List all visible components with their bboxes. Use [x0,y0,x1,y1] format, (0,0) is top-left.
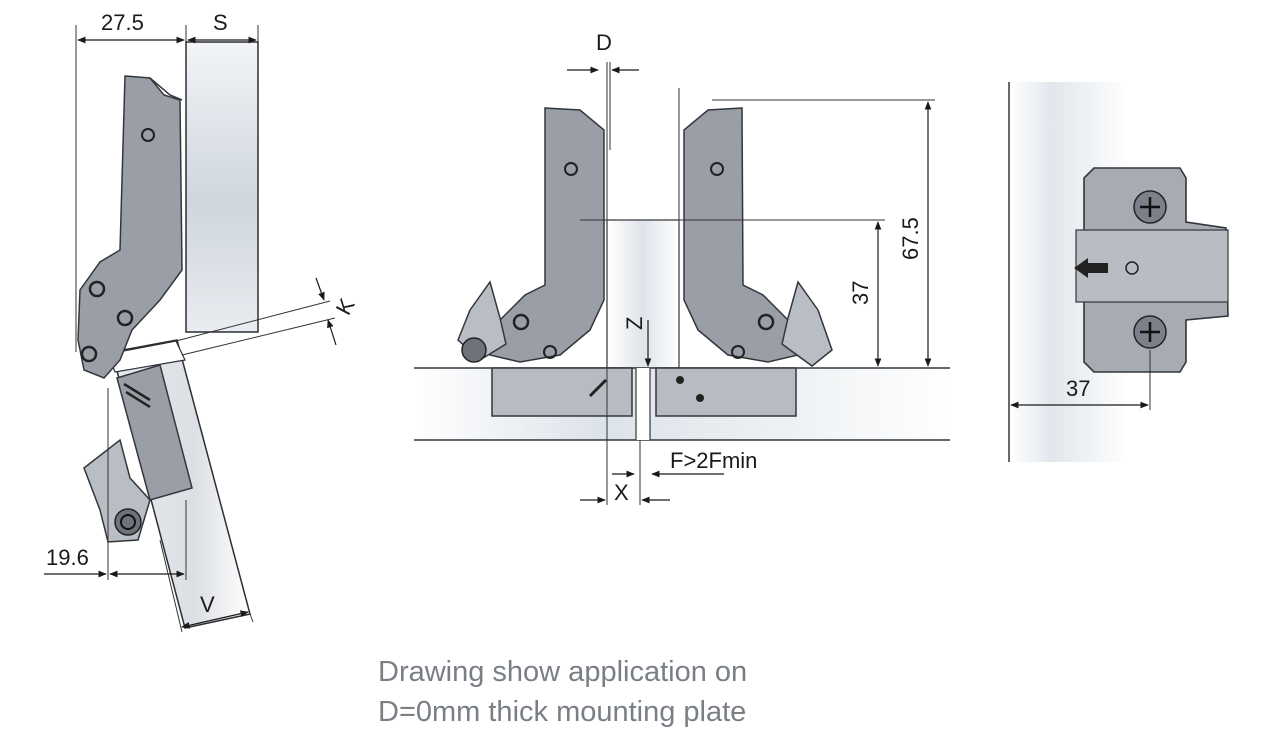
caption-line-1: Drawing show application on [378,656,748,688]
arm-hole-1 [141,128,155,142]
center-right-lever [781,280,833,367]
dim-f-2fmin: F>2Fmin [670,448,757,473]
plate-arrow-icon [1074,258,1088,278]
center-view: D 67.5 37 Z F>2Fmin X [414,30,950,505]
dim-k: K [331,294,360,319]
left-hinge-arm [77,75,183,379]
dim-d: D [596,30,612,55]
plate-center-hole [1125,261,1139,275]
center-left-cup [491,367,633,417]
adjust-screw-icon [114,508,142,536]
arm-hole-3 [116,309,134,327]
right-view: 37 [1008,82,1229,462]
dim-s: S [213,10,228,35]
center-right-cup [655,367,797,417]
left-view: 27.5 S K 19.6 V [44,10,360,633]
center-left-screw-icon [461,337,487,363]
center-side-panel [606,219,680,369]
dim-37-horizontal: 37 [1066,376,1090,401]
arm-hole-4 [80,345,98,363]
drawing-caption: Drawing show application on D=0mm thick … [378,652,898,732]
dim-x: X [614,480,629,505]
dim-19-6: 19.6 [46,545,89,570]
center-right-hinge-arm [683,107,799,363]
arm-hole-2 [88,280,106,298]
caption-line-2: D=0mm thick mounting plate [378,696,747,728]
dim-z: Z [622,317,647,330]
center-left-hinge-arm [489,107,605,363]
dim-v: V [200,592,215,617]
side-panel [185,41,259,333]
dim-27-5: 27.5 [101,10,144,35]
dim-37-vertical: 37 [848,281,873,305]
dim-67-5: 67.5 [898,217,923,260]
